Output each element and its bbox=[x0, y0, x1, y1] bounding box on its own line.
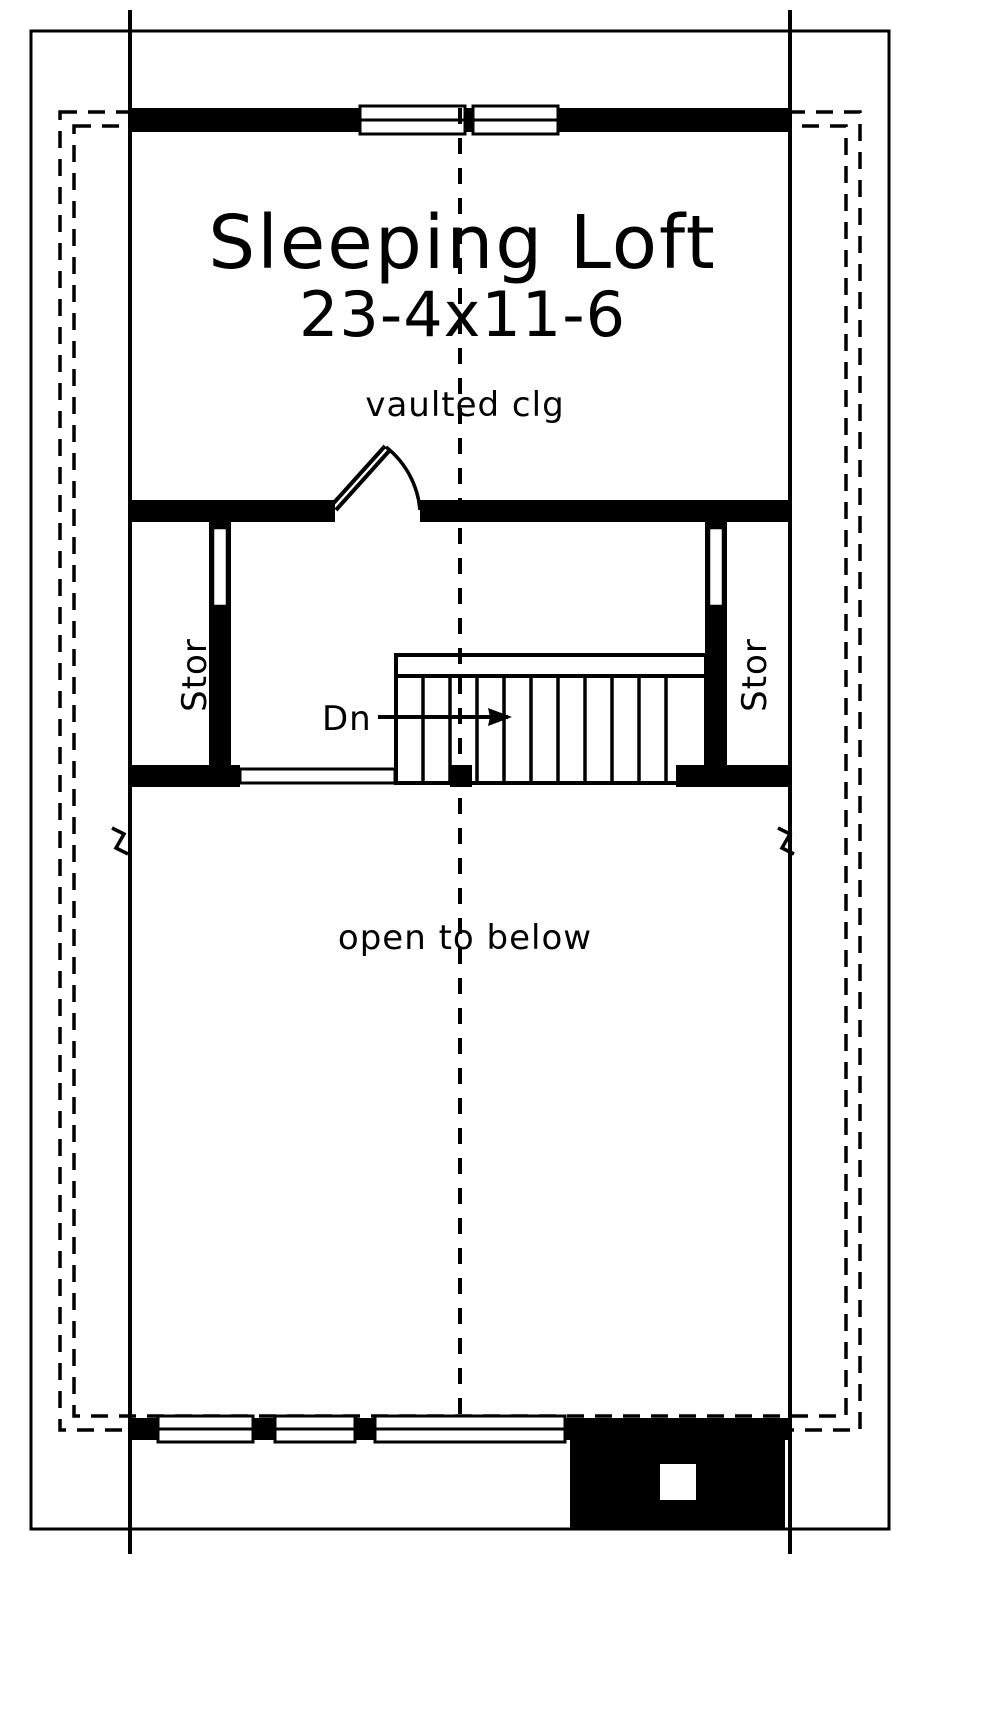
bottom-wall-pier-2 bbox=[355, 1418, 375, 1440]
stair-direction-label: Dn bbox=[322, 699, 372, 739]
ceiling-note-label: vaulted clg bbox=[365, 385, 565, 425]
top-window-right bbox=[471, 104, 560, 136]
open-to-below-label: open to below bbox=[337, 918, 593, 958]
chimney-flue-opening bbox=[660, 1464, 696, 1500]
outer-boundary bbox=[29, 29, 891, 1531]
wall-break-symbol-right bbox=[777, 826, 795, 856]
bottom-window-center-left bbox=[273, 1414, 357, 1444]
loft-door bbox=[329, 444, 422, 512]
storage-left-door-opening bbox=[211, 526, 229, 608]
bottom-window-left bbox=[156, 1414, 255, 1444]
wall-break-symbol-left bbox=[111, 826, 129, 856]
bottom-exterior-wall-left bbox=[130, 1418, 158, 1440]
room-dimensions-label: 23-4x11-6 bbox=[298, 278, 627, 351]
bottom-wall-pier-1 bbox=[253, 1418, 275, 1440]
lower-wall-left-segment bbox=[130, 765, 240, 787]
top-window-left bbox=[358, 104, 467, 136]
room-name-label: Sleeping Loft bbox=[208, 200, 717, 286]
loft-partition-wall-left bbox=[130, 500, 335, 522]
lower-wall-center-left-segment bbox=[238, 767, 397, 785]
storage-right-label: Stor bbox=[735, 638, 775, 712]
bottom-window-center-right bbox=[373, 1414, 567, 1444]
stair-run bbox=[378, 653, 708, 785]
storage-right-door-opening bbox=[707, 526, 725, 608]
loft-partition-wall-right bbox=[420, 500, 790, 522]
storage-left-label: Stor bbox=[175, 638, 215, 712]
